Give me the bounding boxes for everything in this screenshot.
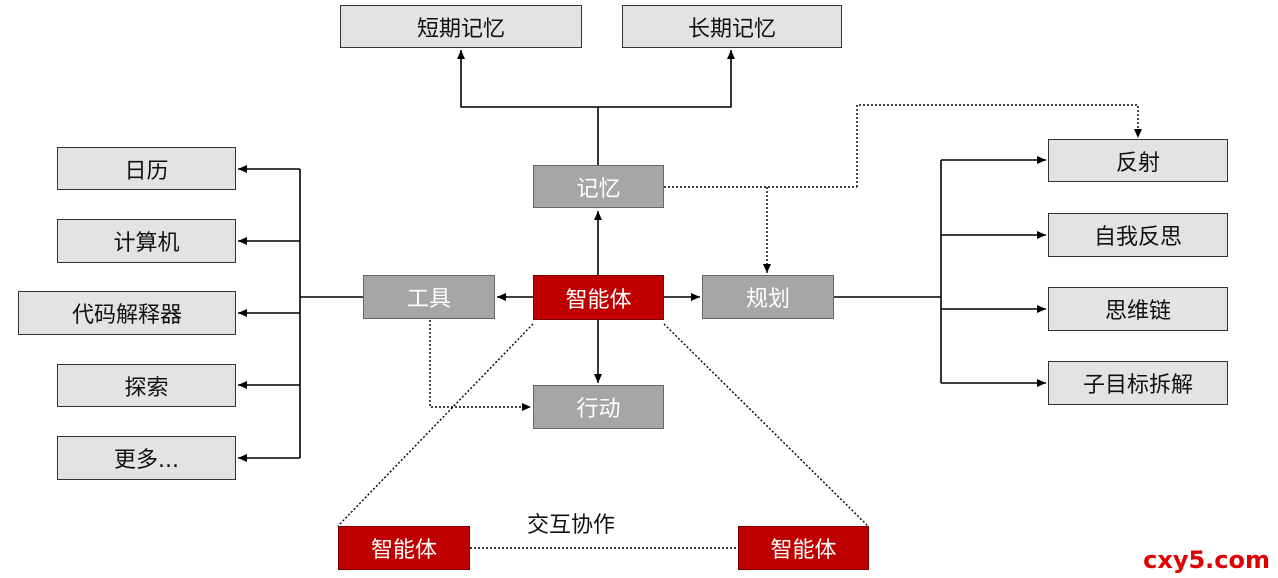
tool-item-explore: 探索	[57, 364, 236, 407]
tool-item-code-interpreter: 代码解释器	[18, 291, 236, 335]
long-term-memory-label: 长期记忆	[687, 16, 776, 42]
plan-item-label: 自我反思	[1093, 225, 1182, 250]
agent-right-box: 智能体	[738, 526, 869, 570]
agent-right-label: 智能体	[770, 538, 837, 563]
tool-item-label: 日历	[124, 158, 169, 184]
short-term-memory-label: 短期记忆	[416, 16, 505, 42]
planning-label: 规划	[745, 287, 790, 312]
tool-item-label: 更多...	[114, 448, 179, 473]
tool-item-calendar: 日历	[57, 147, 236, 190]
tool-item-more: 更多...	[57, 436, 236, 480]
memory-box: 记忆	[533, 165, 664, 208]
plan-item-subgoal-decomposition: 子目标拆解	[1048, 361, 1228, 405]
long-term-memory-box: 长期记忆	[622, 5, 842, 48]
short-term-memory-box: 短期记忆	[340, 5, 582, 48]
tools-label: 工具	[406, 287, 451, 312]
plan-item-label: 思维链	[1104, 299, 1171, 324]
dotted-to-reflection	[856, 104, 1142, 187]
plan-item-chain-of-thought: 思维链	[1048, 287, 1228, 331]
agent-left-label: 智能体	[370, 538, 437, 563]
agent-center-box: 智能体	[533, 275, 664, 320]
agent-center-label: 智能体	[565, 287, 632, 313]
tool-item-calculator: 计算机	[57, 219, 236, 263]
collaboration-label: 交互协作	[527, 513, 616, 538]
memory-label: 记忆	[576, 176, 621, 202]
agent-left-box: 智能体	[338, 526, 470, 570]
plan-item-label: 反射	[1115, 150, 1160, 176]
plan-item-reflection: 反射	[1048, 139, 1228, 182]
arrow-short-term	[457, 50, 598, 108]
tool-item-label: 探索	[124, 375, 169, 401]
planning-box: 规划	[702, 275, 834, 319]
arrow-long-term	[598, 50, 735, 108]
tool-item-label: 计算机	[113, 231, 180, 256]
watermark: cxy5.com	[1143, 546, 1270, 574]
action-box: 行动	[533, 385, 664, 429]
dotted-tools-to-action	[429, 320, 531, 411]
plan-item-self-critique: 自我反思	[1048, 213, 1228, 257]
tool-item-label: 代码解释器	[71, 303, 182, 328]
dotted-triangle-left	[337, 323, 534, 527]
plan-item-label: 子目标拆解	[1082, 373, 1193, 398]
dotted-triangle-right	[663, 323, 869, 527]
tools-box: 工具	[363, 275, 495, 319]
action-label: 行动	[576, 397, 621, 422]
